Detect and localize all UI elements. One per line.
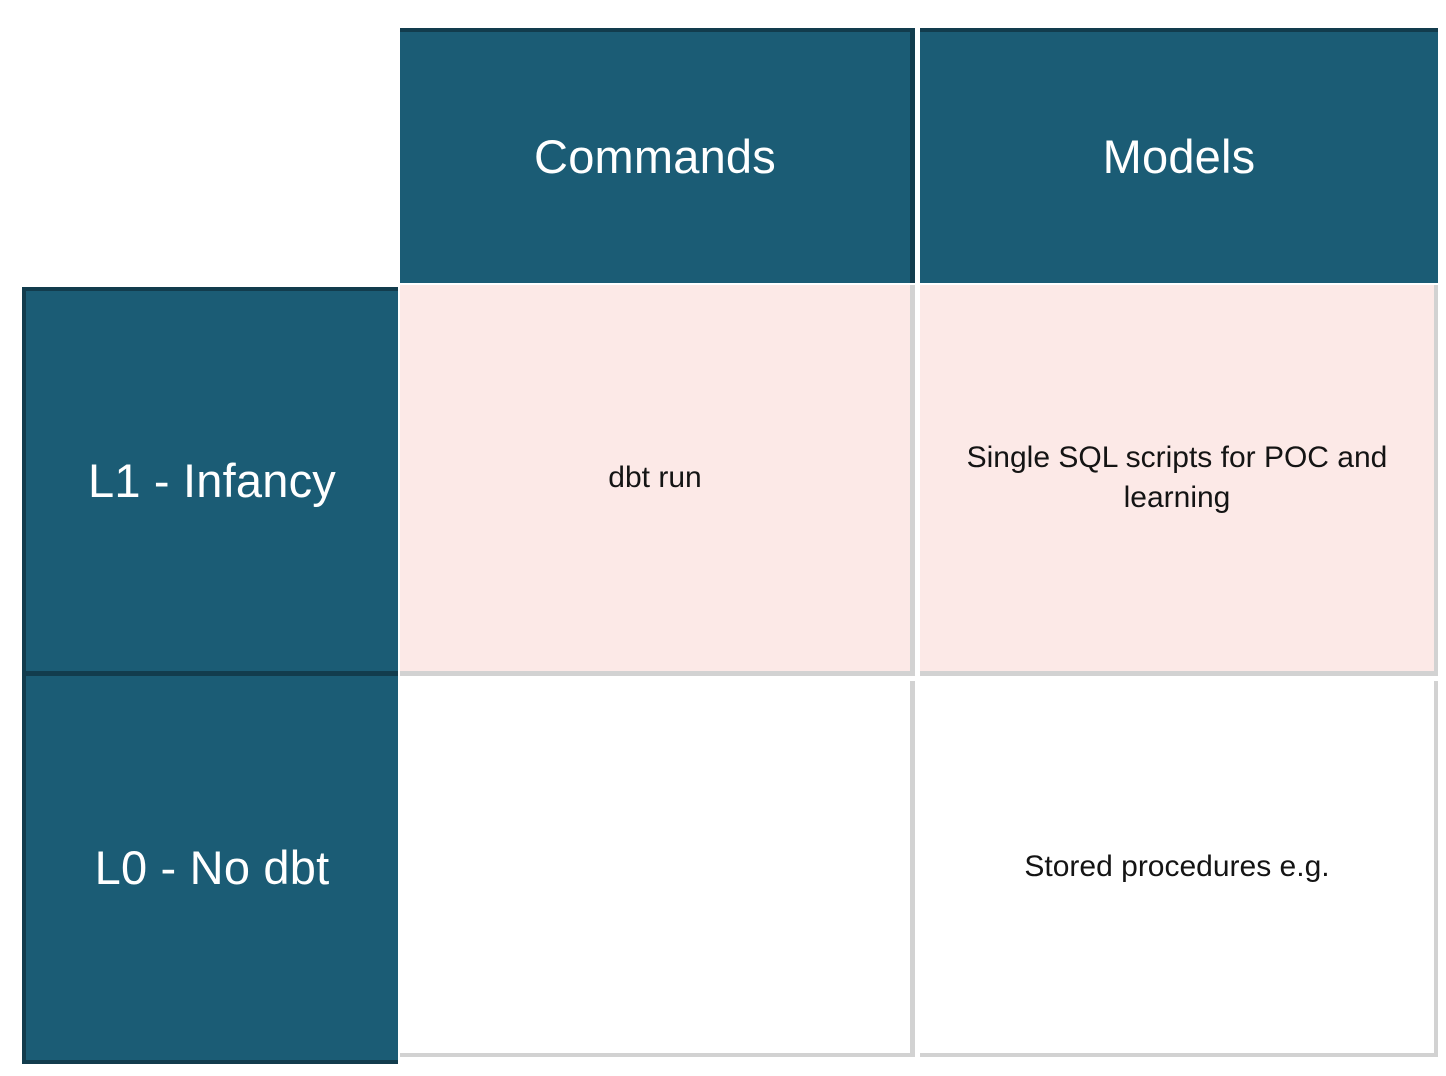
- column-header-models-label: Models: [1102, 130, 1256, 184]
- cell-l1-commands: dbt run: [400, 285, 915, 676]
- cell-l0-commands: [400, 681, 915, 1057]
- matrix-corner-blank: [0, 0, 400, 287]
- cell-l1-models-text: Single SQL scripts for POC and learning: [966, 441, 1388, 514]
- cell-l1-commands-text: dbt run: [608, 461, 702, 495]
- row-header-l1-infancy: L1 - Infancy: [22, 287, 398, 676]
- row-header-l0-no-dbt: L0 - No dbt: [22, 676, 398, 1064]
- column-header-models: Models: [920, 28, 1438, 283]
- row-header-l1-label: L1 - Infancy: [88, 453, 336, 507]
- cell-l0-models-text: Stored procedures e.g.: [1024, 850, 1330, 884]
- cell-l1-models: Single SQL scripts for POC and learning: [920, 285, 1438, 676]
- column-header-commands-label: Commands: [534, 130, 776, 184]
- row-header-l0-label: L0 - No dbt: [94, 840, 330, 894]
- cell-l0-models: Stored procedures e.g.: [920, 681, 1438, 1057]
- column-header-commands: Commands: [400, 28, 915, 283]
